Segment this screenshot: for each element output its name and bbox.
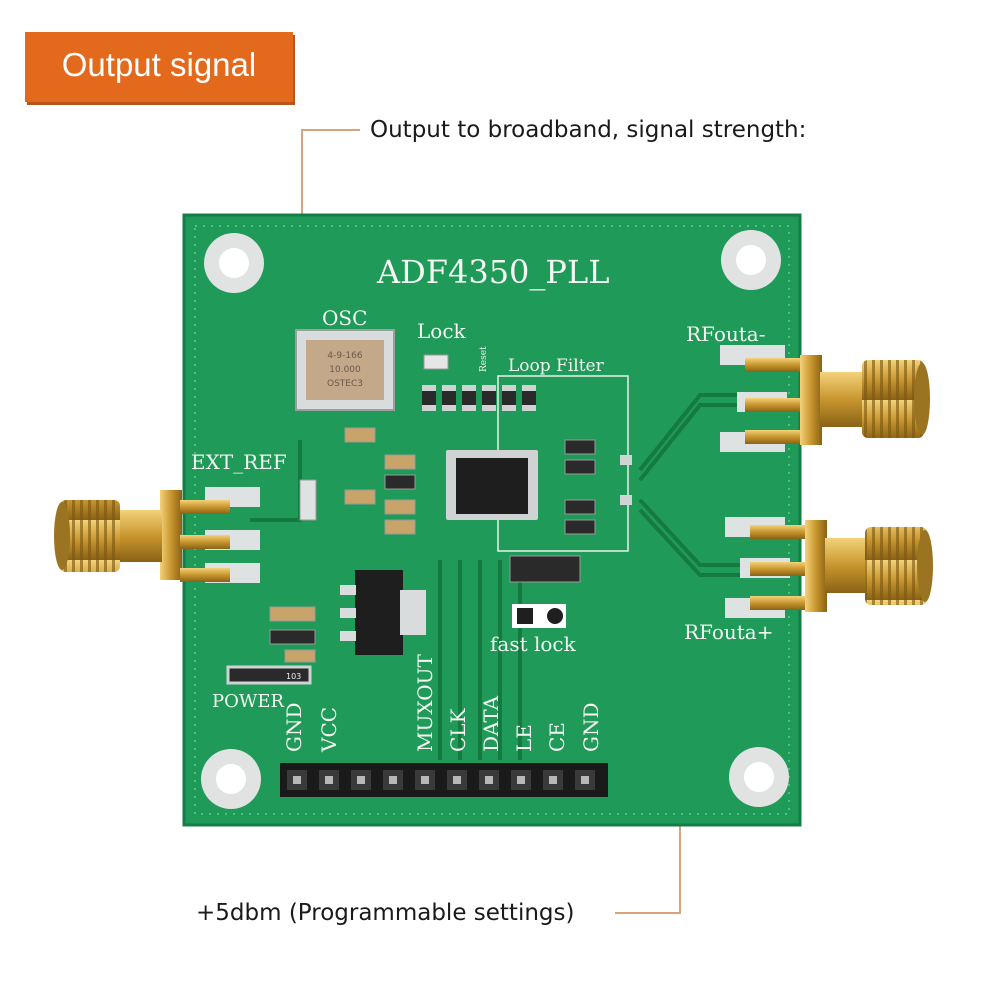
- badge-label: Output signal: [61, 46, 257, 83]
- adf4350-chip: [446, 450, 538, 520]
- osc-marking-1: OSTEC3: [327, 379, 363, 389]
- rfout-minus-label: RFouta-: [686, 322, 765, 346]
- voltage-regulator: [340, 570, 426, 655]
- resistor-code: 103: [286, 672, 301, 681]
- ext-ref-label: EXT_REF: [191, 450, 287, 474]
- fast-lock-pads: [512, 604, 566, 628]
- lock-label: Lock: [417, 319, 467, 343]
- board-title: ADF4350_PLL: [376, 253, 609, 291]
- ext-ref-sma-connector: [54, 487, 260, 583]
- fast-lock-label: fast lock: [490, 632, 577, 656]
- callout-leader-bottom: [615, 785, 681, 914]
- pin-label-vcc: VCC: [317, 707, 341, 753]
- reset-label: Reset: [479, 346, 489, 372]
- mounting-holes: [201, 230, 789, 809]
- pin-header: [280, 763, 608, 797]
- rfout-minus-sma-connector: [720, 345, 930, 452]
- pin-label-gnd-1: GND: [282, 702, 306, 752]
- callout-bottom-text: +5dbm (Programmable settings): [196, 900, 575, 926]
- smd-components-left: [226, 606, 316, 685]
- callout-top-text: Output to broadband, signal strength:: [370, 117, 807, 143]
- pin-label-ce: CE: [545, 722, 569, 752]
- output-signal-badge: Output signal: [25, 32, 293, 102]
- oscillator-component: 4-9-166 10.000 OSTEC3: [295, 329, 395, 411]
- pin-label-muxout: MUXOUT: [413, 654, 437, 752]
- osc-label: OSC: [322, 306, 367, 330]
- osc-marking-2: 10.000: [329, 365, 361, 375]
- osc-marking-3: 4-9-166: [327, 351, 362, 361]
- rfout-plus-label: RFouta+: [684, 620, 773, 644]
- pin-label-gnd-2: GND: [579, 702, 603, 752]
- loop-filter-label: Loop Filter: [508, 356, 605, 376]
- pin-label-le: LE: [512, 724, 536, 752]
- power-label: POWER: [212, 691, 285, 712]
- smd-components-top: [299, 385, 632, 583]
- rfout-plus-sma-connector: [725, 517, 933, 618]
- via-dots: [194, 225, 790, 815]
- lock-led: [423, 354, 449, 370]
- pin-label-data: DATA: [479, 695, 503, 752]
- header-pin-labels: GND VCC MUXOUT CLK DATA LE CE GND: [282, 654, 603, 753]
- pin-label-clk: CLK: [446, 707, 470, 752]
